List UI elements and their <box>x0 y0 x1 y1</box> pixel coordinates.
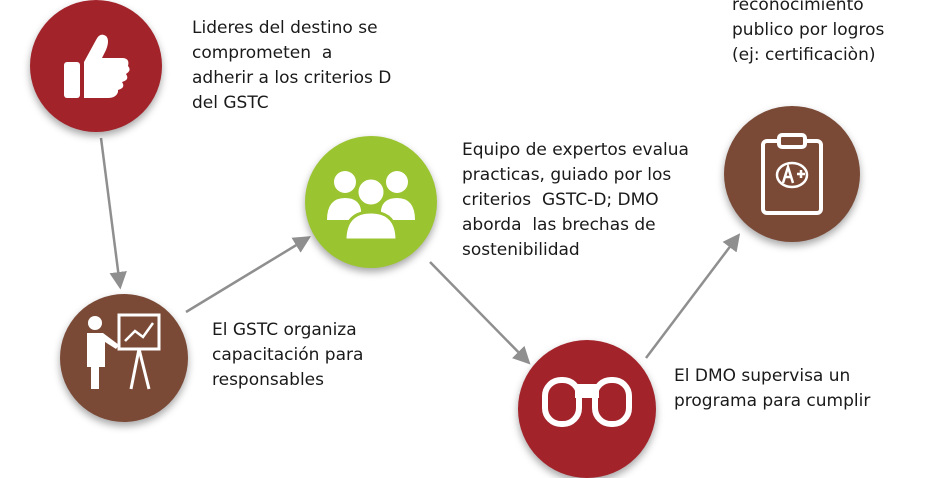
step-recognition-circle <box>724 106 860 242</box>
team-group-icon <box>327 171 415 242</box>
arrow-supervision-to-recognition <box>645 233 741 359</box>
thumbs-up-icon <box>64 34 130 98</box>
step-recognition-text: reconocimiento publico por logros (ej: c… <box>732 0 885 65</box>
flow-arrows <box>99 137 741 365</box>
arrow-training-to-evaluation <box>185 236 311 314</box>
arrow-leaders-to-training <box>99 137 127 290</box>
step-training-text: El GSTC organiza capacitación para respo… <box>212 320 364 390</box>
step-supervision-circle <box>518 340 656 478</box>
binoculars-icon <box>542 377 632 427</box>
clipboard-grade-icon <box>761 133 823 215</box>
step-evaluation-text: Equipo de expertos evalua practicas, gui… <box>462 140 689 260</box>
step-supervision-text: El DMO supervisa un programa para cumpli… <box>674 366 871 411</box>
step-training-circle <box>60 294 188 422</box>
arrow-evaluation-to-supervision <box>429 261 531 365</box>
step-leaders-text: Lideres del destino se comprometen a adh… <box>192 18 392 113</box>
presenter-board-icon <box>87 313 161 390</box>
step-leaders-circle <box>30 0 162 132</box>
step-evaluation-circle <box>305 136 437 268</box>
